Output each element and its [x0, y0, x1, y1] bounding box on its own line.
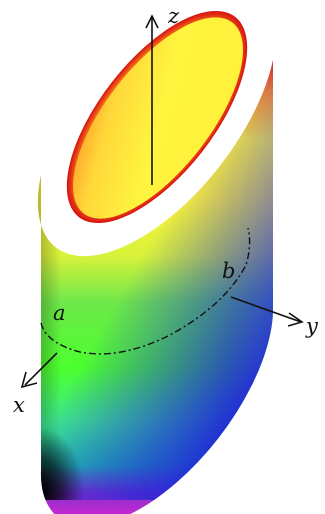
point-a-label: a	[53, 301, 66, 325]
y-axis-label: y	[305, 314, 319, 338]
inner-surface	[72, 17, 244, 219]
point-b-label: b	[222, 259, 235, 283]
z-axis-label: z	[167, 4, 180, 28]
section-curve	[40, 227, 251, 355]
z-axis	[145, 14, 159, 185]
y-axis	[230, 296, 304, 327]
cylinder-top-opening	[66, 10, 248, 224]
x-axis-label: x	[13, 393, 25, 417]
x-axis	[20, 352, 58, 389]
